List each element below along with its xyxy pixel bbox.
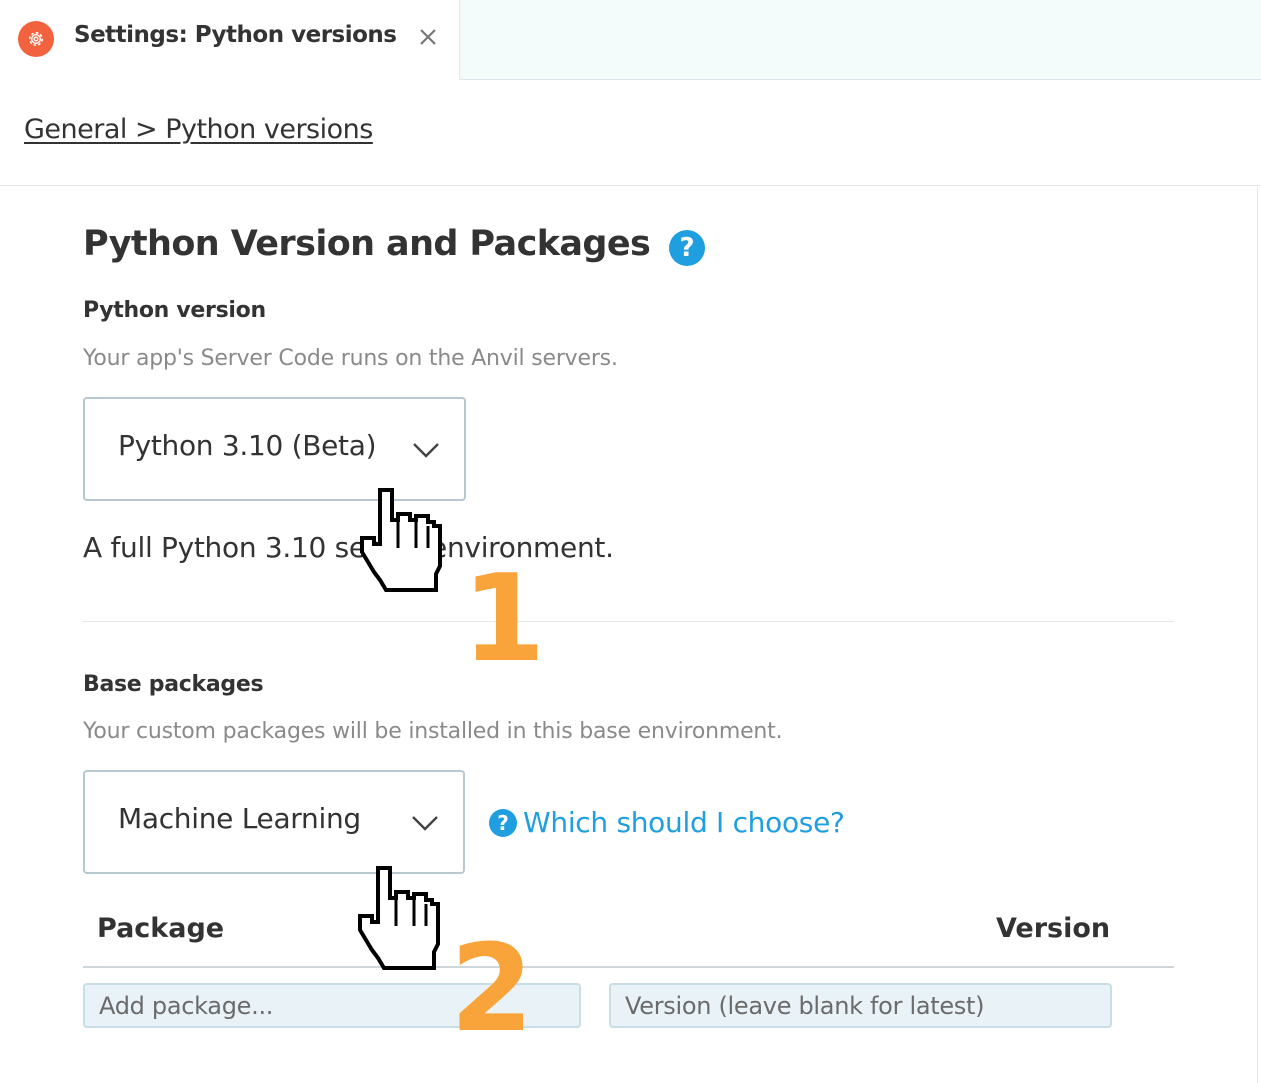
- chevron-down-icon: [413, 443, 439, 458]
- divider: [83, 621, 1174, 622]
- base-packages-selected: Machine Learning: [118, 802, 361, 835]
- version-column-header: Version: [996, 913, 1111, 944]
- help-icon: ?: [489, 808, 517, 837]
- hand-pointer-icon: [360, 488, 442, 592]
- python-version-selected: Python 3.10 (Beta): [118, 429, 377, 462]
- base-packages-select[interactable]: Machine Learning: [83, 770, 465, 874]
- divider: [83, 966, 1174, 968]
- base-packages-description: Your custom packages will be installed i…: [83, 719, 783, 744]
- tab-bar-empty-area: [459, 0, 1261, 80]
- python-version-description: Your app's Server Code runs on the Anvil…: [83, 346, 618, 371]
- package-version-input[interactable]: [609, 983, 1112, 1028]
- help-link-text: Which should I choose?: [523, 806, 845, 839]
- tab-title: Settings: Python versions: [74, 22, 397, 48]
- step-number-1: 1: [462, 550, 546, 689]
- tab-bar: Settings: Python versions: [0, 0, 1261, 80]
- python-version-label: Python version: [83, 298, 266, 323]
- divider: [0, 185, 1261, 186]
- panel-border: [1257, 186, 1258, 1083]
- which-should-i-choose-link[interactable]: ?Which should I choose?: [489, 806, 845, 839]
- python-env-description: A full Python 3.10 server environment.: [83, 531, 614, 564]
- page-title: Python Version and Packages: [83, 224, 651, 264]
- base-packages-label: Base packages: [83, 672, 264, 697]
- close-icon[interactable]: [415, 24, 441, 50]
- hand-pointer-icon: [358, 866, 440, 970]
- help-icon[interactable]: ?: [669, 230, 705, 266]
- package-column-header: Package: [97, 913, 225, 944]
- tab-settings-python-versions[interactable]: Settings: Python versions: [0, 0, 459, 80]
- chevron-down-icon: [412, 816, 438, 831]
- breadcrumb[interactable]: General > Python versions: [24, 114, 373, 145]
- step-number-2: 2: [450, 920, 534, 1059]
- add-package-input[interactable]: [83, 983, 581, 1028]
- gear-icon: [18, 21, 54, 57]
- python-version-select[interactable]: Python 3.10 (Beta): [83, 397, 466, 501]
